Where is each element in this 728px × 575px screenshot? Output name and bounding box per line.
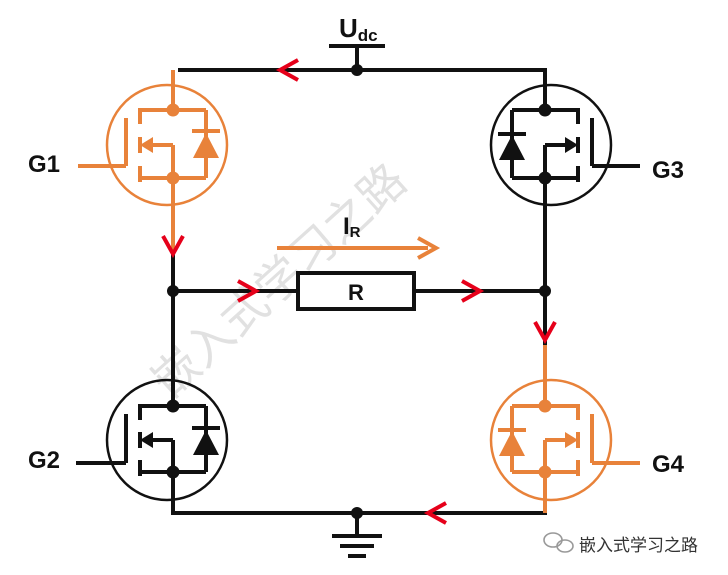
flow-arrow-mid-right	[461, 279, 485, 303]
mosfet-q1-marks	[140, 103, 219, 185]
mosfet-q3	[489, 83, 640, 207]
resistor	[296, 271, 416, 311]
watermark-corner: 嵌入式学习之路	[579, 536, 698, 556]
current-label: IR	[343, 213, 361, 241]
flow-arrow-bottom-left	[423, 501, 447, 525]
mosfet-q4-marks	[499, 399, 578, 479]
flow-arrow-right-down	[533, 321, 557, 345]
mosfet-q3-marks	[499, 103, 578, 185]
supply-label: Udc	[339, 13, 378, 45]
g4-label: G4	[652, 451, 685, 478]
wechat-icon	[543, 532, 574, 553]
flow-arrow-left-down	[161, 235, 185, 259]
g2-label: G2	[28, 447, 60, 474]
mosfet-q2-marks	[140, 399, 219, 479]
current-direction-arrow	[277, 236, 441, 260]
junction-dots	[167, 64, 551, 519]
g1-label: G1	[28, 151, 60, 178]
g3-label: G3	[652, 157, 684, 184]
flow-arrow-top-left	[275, 58, 299, 82]
ground-icon	[332, 534, 382, 558]
conducting-wires	[171, 70, 547, 513]
flow-arrow-mid-left	[237, 279, 261, 303]
resistor-label: R	[348, 280, 364, 305]
current-flow-arrows	[161, 58, 557, 525]
